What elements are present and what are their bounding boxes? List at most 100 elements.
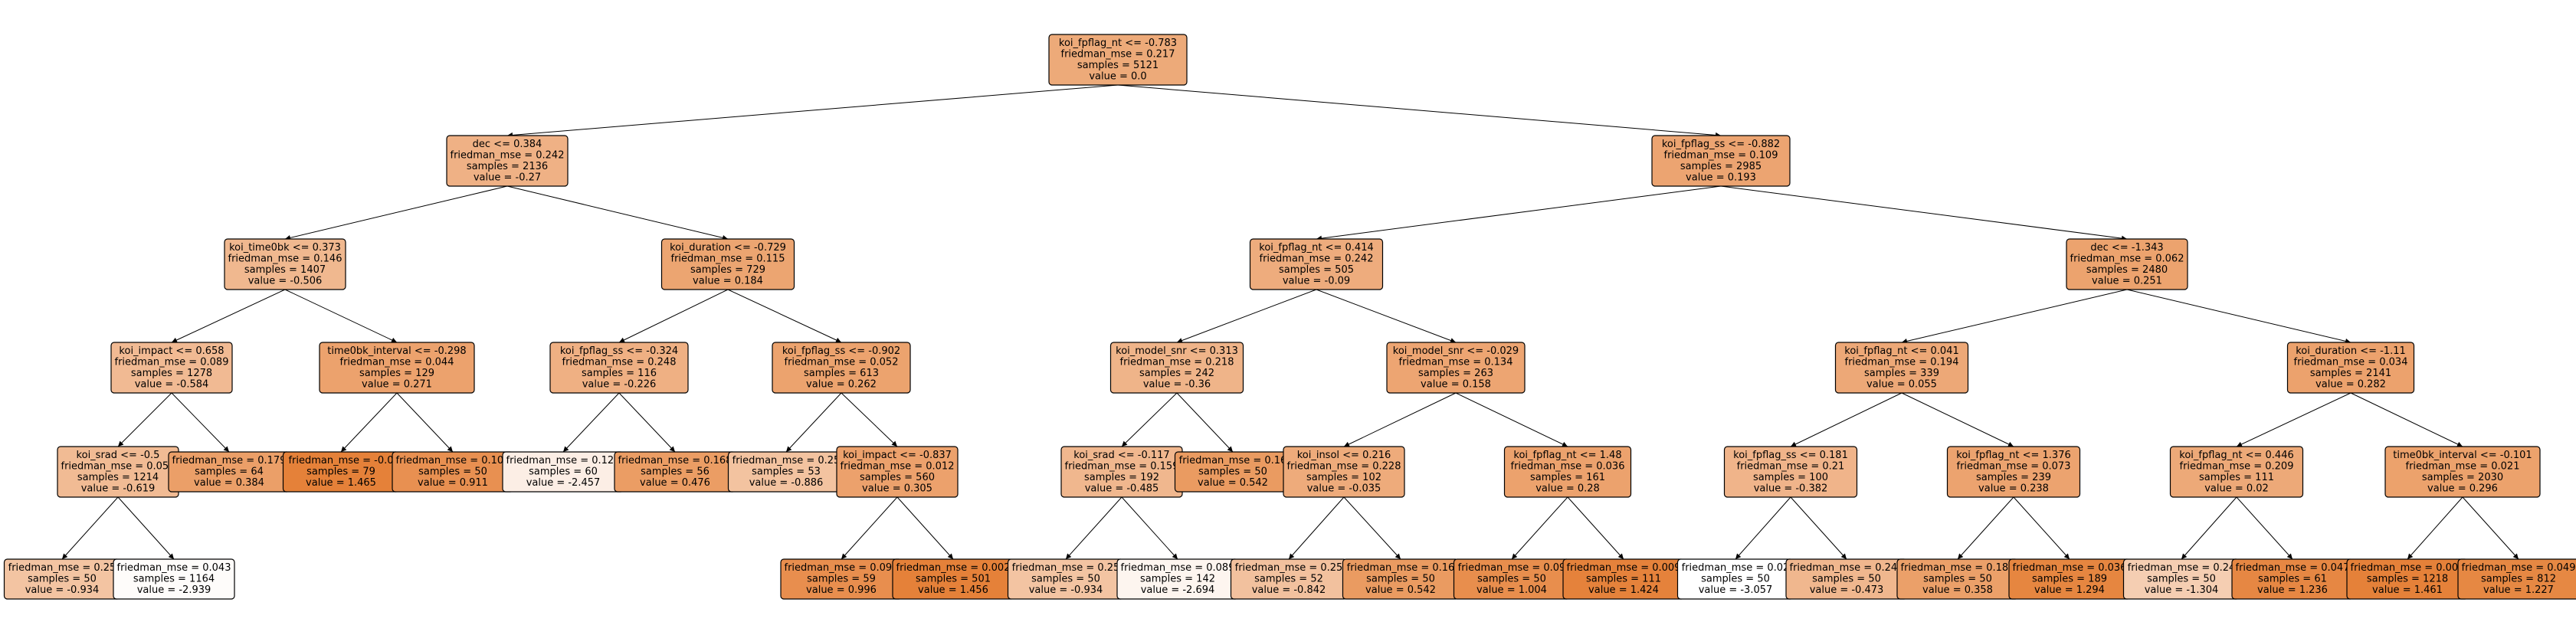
node-text-line: friedman_mse = 0.043 — [117, 562, 231, 574]
tree-edge — [1957, 496, 2014, 560]
edge-arrowhead — [1450, 338, 1456, 343]
node-text-line: samples = 812 — [2481, 574, 2556, 585]
node-text-line: samples = 50 — [1923, 574, 1992, 585]
node-text-line: friedman_mse = 0.059 — [61, 461, 175, 473]
node-text-line: samples = 239 — [1976, 472, 2051, 483]
node-text-line: value = -0.485 — [1085, 483, 1159, 495]
node-text-line: samples = 1278 — [131, 368, 212, 379]
tree-edge — [1901, 289, 2128, 343]
node-text-line: samples = 1164 — [133, 574, 215, 585]
node-box — [2066, 238, 2188, 290]
tree-edge — [1316, 289, 1457, 343]
node-box — [772, 342, 911, 394]
node-text-line: friedman_mse = 0.182 — [1901, 562, 2015, 574]
edge-arrowhead — [1958, 553, 1964, 559]
node-text-line: friedman_mse = 0.036 — [1511, 461, 1625, 473]
node-text-line: friedman_mse = 0.106 — [396, 455, 510, 466]
node-text-line: samples = 142 — [1140, 574, 1215, 585]
tree-edge — [1720, 185, 2128, 240]
tree-edge — [1790, 392, 1903, 447]
edge-arrowhead — [841, 553, 847, 559]
edge-arrowhead — [2512, 553, 2519, 559]
node-box — [1386, 342, 1526, 394]
edge-arrowhead — [2407, 553, 2414, 559]
edge-arrowhead — [1177, 338, 1183, 343]
node-text-line: koi_duration <= -0.729 — [670, 242, 786, 254]
node-text-line: value = 1.294 — [2034, 584, 2105, 596]
node-text-line: value = 0.358 — [1922, 584, 1993, 596]
node-text-line: samples = 116 — [582, 368, 657, 379]
node-text-line: friedman_mse = 0.25 — [1235, 562, 1343, 574]
node-text-line: samples = 50 — [1812, 574, 1881, 585]
tree-edge — [785, 392, 842, 453]
node-text-line: value = -0.36 — [1143, 379, 1211, 391]
edge-arrowhead — [1289, 553, 1295, 559]
tree-edge — [1343, 496, 1401, 560]
node-text-line: samples = 1214 — [77, 472, 159, 483]
edge-arrowhead — [2007, 441, 2014, 447]
tree-edge — [117, 496, 175, 560]
node-text-line: friedman_mse = 0.24 — [2128, 562, 2236, 574]
node-text-line: samples = 560 — [860, 472, 935, 483]
edge-arrowhead — [1344, 441, 1350, 447]
node-box — [2169, 446, 2304, 498]
node-text-line: samples = 100 — [1753, 472, 1828, 483]
edge-arrowhead — [341, 446, 347, 452]
node-text-line: samples = 61 — [2258, 574, 2327, 585]
node-text-line: dec <= -1.343 — [2090, 242, 2163, 254]
edge-arrowhead — [1395, 553, 1401, 559]
node-text-line: samples = 2030 — [2422, 472, 2503, 483]
node-text-line: friedman_mse = 0.209 — [2180, 461, 2294, 473]
node-text-line: friedman_mse = 0.127 — [506, 455, 621, 466]
node-text-line: value = 0.238 — [1978, 483, 2049, 495]
node-box — [1503, 446, 1632, 498]
edge-arrowhead — [835, 337, 841, 343]
node-text-line: friedman_mse = 0.012 — [841, 461, 955, 473]
node-text-line: value = -2.939 — [137, 584, 211, 596]
node-text-line: value = 0.476 — [640, 477, 710, 489]
node-box — [1834, 342, 1969, 394]
node-box — [836, 446, 959, 498]
node-text-line: value = 0.193 — [1686, 172, 1756, 184]
node-text-line: value = 1.236 — [2257, 584, 2328, 596]
tree-edge — [841, 392, 898, 447]
node-box — [549, 342, 689, 394]
node-text-line: friedman_mse = 0.16 — [1179, 455, 1287, 466]
node-text-line: value = 0.296 — [2427, 483, 2498, 495]
node-text-line: value = 0.305 — [862, 483, 932, 495]
tree-edge — [896, 496, 954, 560]
tree-edge — [2236, 392, 2352, 447]
node-box — [1109, 342, 1244, 394]
node-text-line: friedman_mse = 0.062 — [2070, 254, 2184, 265]
node-text-line: value = -0.842 — [1252, 584, 1326, 596]
node-text-line: samples = 263 — [1418, 368, 1493, 379]
node-text-line: samples = 339 — [1864, 368, 1939, 379]
node-text-line: friedman_mse = 0.109 — [1664, 150, 1778, 162]
node-text-line: samples = 50 — [2147, 574, 2216, 585]
node-text-line: value = 0.542 — [1365, 584, 1436, 596]
node-text-line: friedman_mse = 0.021 — [2406, 461, 2520, 473]
node-text-line: value = -0.886 — [749, 477, 824, 489]
node-box — [224, 238, 346, 290]
node-text-line: samples = 50 — [1477, 574, 1546, 585]
tree-edge — [1901, 392, 2014, 447]
node-text-line: time0bk_interval <= -0.298 — [327, 345, 466, 357]
tree-edge — [1176, 392, 1234, 453]
node-text-line: koi_fpflag_nt <= 0.446 — [2179, 450, 2293, 461]
node-text-line: value = 0.271 — [362, 379, 432, 391]
edge-arrowhead — [2286, 553, 2293, 559]
tree-edge — [284, 185, 508, 240]
node-text-line: koi_duration <= -1.11 — [2296, 345, 2406, 357]
